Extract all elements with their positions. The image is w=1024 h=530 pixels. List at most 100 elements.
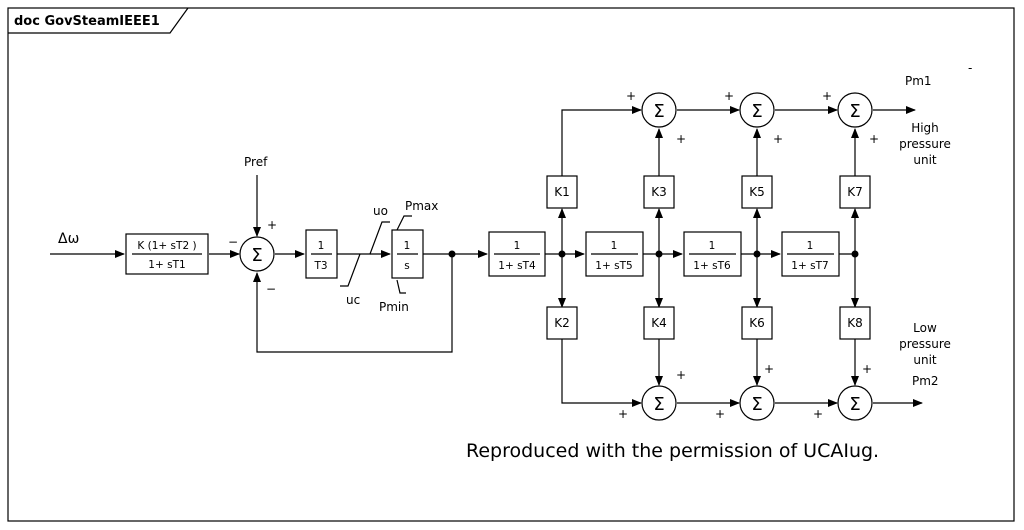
summer-top-2: Σ	[739, 92, 775, 128]
summer-bottom-3: Σ	[837, 385, 873, 421]
sign-labels: − + − + + + + + + + + + + + +	[228, 89, 879, 421]
summer-top-1: Σ	[641, 92, 677, 128]
pmax-label: Pmax	[405, 199, 438, 213]
low-unit-line3: unit	[913, 353, 937, 367]
frame-title: doc GovSteamIEEE1	[14, 14, 160, 29]
rate-limit-upper	[356, 221, 390, 255]
sign-plus: +	[715, 407, 725, 421]
permission-caption: Reproduced with the permission of UCAIug…	[466, 440, 879, 462]
gain-k1-label: K1	[554, 185, 570, 199]
gain-k4: K4	[643, 306, 675, 340]
feedback-line	[253, 254, 453, 353]
summer-bottom-2: Σ	[739, 385, 775, 421]
uo-label: uo	[373, 204, 388, 218]
sign-plus: +	[773, 132, 783, 146]
sign-plus: +	[626, 89, 636, 103]
t3-numerator: 1	[318, 240, 325, 252]
t6-numerator: 1	[709, 240, 716, 252]
t5-block: 1 1+ sT5	[585, 231, 644, 277]
junction-dot	[558, 250, 566, 258]
sign-plus: +	[676, 368, 686, 382]
t7-denominator: 1+ sT7	[791, 260, 828, 272]
leadlag-block: K (1+ sT2 ) 1+ sT1	[125, 233, 209, 275]
integrator-block: 1 s	[391, 229, 424, 279]
pmin-limit-mark	[396, 279, 406, 294]
pmin-label: Pmin	[379, 300, 409, 314]
gain-k7: K7	[839, 175, 871, 209]
gain-k4-label: K4	[651, 316, 667, 330]
t4-numerator: 1	[514, 240, 521, 252]
junction-dot	[753, 250, 761, 258]
gain-k5: K5	[741, 175, 773, 209]
summer-bottom-3-symbol: Σ	[849, 394, 860, 415]
t5-denominator: 1+ sT5	[595, 260, 632, 272]
frame-title-tab	[8, 7, 189, 34]
t6-block: 1 1+ sT6	[683, 231, 742, 277]
junction-dots	[448, 250, 859, 258]
sign-plus: +	[813, 407, 823, 421]
t7-numerator: 1	[807, 240, 814, 252]
gain-k5-label: K5	[749, 185, 765, 199]
sign-minus: −	[228, 235, 238, 249]
junction-dot	[851, 250, 859, 258]
low-unit-line1: Low	[913, 321, 937, 335]
gain-k7-label: K7	[847, 185, 863, 199]
rate-limit-lower	[340, 253, 361, 287]
junction-dot	[655, 250, 663, 258]
gain-k2-label: K2	[554, 316, 570, 330]
summer-bottom-1: Σ	[641, 385, 677, 421]
gain-k2: K2	[546, 306, 578, 340]
summer-main: Σ	[239, 236, 275, 272]
k1-out-line	[561, 106, 642, 176]
high-unit-line3: unit	[913, 153, 937, 167]
k2-out-line	[561, 339, 642, 407]
t7-block: 1 1+ sT7	[781, 231, 840, 277]
high-unit-line1: High	[911, 121, 939, 135]
gain-k3-label: K3	[651, 185, 667, 199]
leadlag-denominator: 1+ sT1	[148, 259, 185, 271]
gain-k3: K3	[643, 175, 675, 209]
pm1-label: Pm1	[905, 74, 932, 88]
t5-numerator: 1	[611, 240, 618, 252]
t3-denominator: T3	[313, 260, 327, 272]
pmax-limit-mark	[396, 215, 412, 231]
sign-plus: +	[618, 407, 628, 421]
t4-denominator: 1+ sT4	[498, 260, 536, 272]
sign-plus: +	[869, 132, 879, 146]
summer-top-3-symbol: Σ	[849, 101, 860, 122]
pref-label: Pref	[244, 155, 268, 169]
summer-top-2-symbol: Σ	[751, 101, 762, 122]
sign-plus: +	[676, 132, 686, 146]
gain-k8: K8	[839, 306, 871, 340]
sign-plus: +	[267, 218, 277, 232]
gain-k6-label: K6	[749, 316, 765, 330]
sign-plus: +	[764, 362, 774, 376]
uc-label: uc	[346, 293, 360, 307]
sign-plus: +	[822, 89, 832, 103]
summer-main-symbol: Σ	[251, 245, 262, 266]
integrator-numerator: 1	[404, 240, 411, 252]
integrator-denominator: s	[404, 260, 409, 272]
summer-bottom-2-symbol: Σ	[751, 394, 762, 415]
leadlag-numerator: K (1+ sT2 )	[137, 240, 196, 252]
t6-denominator: 1+ sT6	[693, 260, 731, 272]
gain-k8-label: K8	[847, 316, 863, 330]
gain-k1: K1	[546, 175, 578, 209]
summer-top-1-symbol: Σ	[653, 101, 664, 122]
gain-k6: K6	[741, 306, 773, 340]
high-unit-line2: pressure	[899, 137, 951, 151]
junction-dot	[448, 250, 456, 258]
low-unit-line2: pressure	[899, 337, 951, 351]
summer-top-3: Σ	[837, 92, 873, 128]
summer-bottom-1-symbol: Σ	[653, 394, 664, 415]
stray-mark: -	[968, 61, 972, 75]
sign-plus: +	[724, 89, 734, 103]
sign-minus: −	[266, 282, 276, 296]
t4-block: 1 1+ sT4	[488, 231, 546, 277]
input-signal-label: Δω	[58, 231, 79, 247]
signal-lines	[50, 106, 923, 407]
t3-block: 1 T3	[305, 229, 338, 279]
sign-plus: +	[862, 362, 872, 376]
pm2-label: Pm2	[912, 374, 939, 388]
